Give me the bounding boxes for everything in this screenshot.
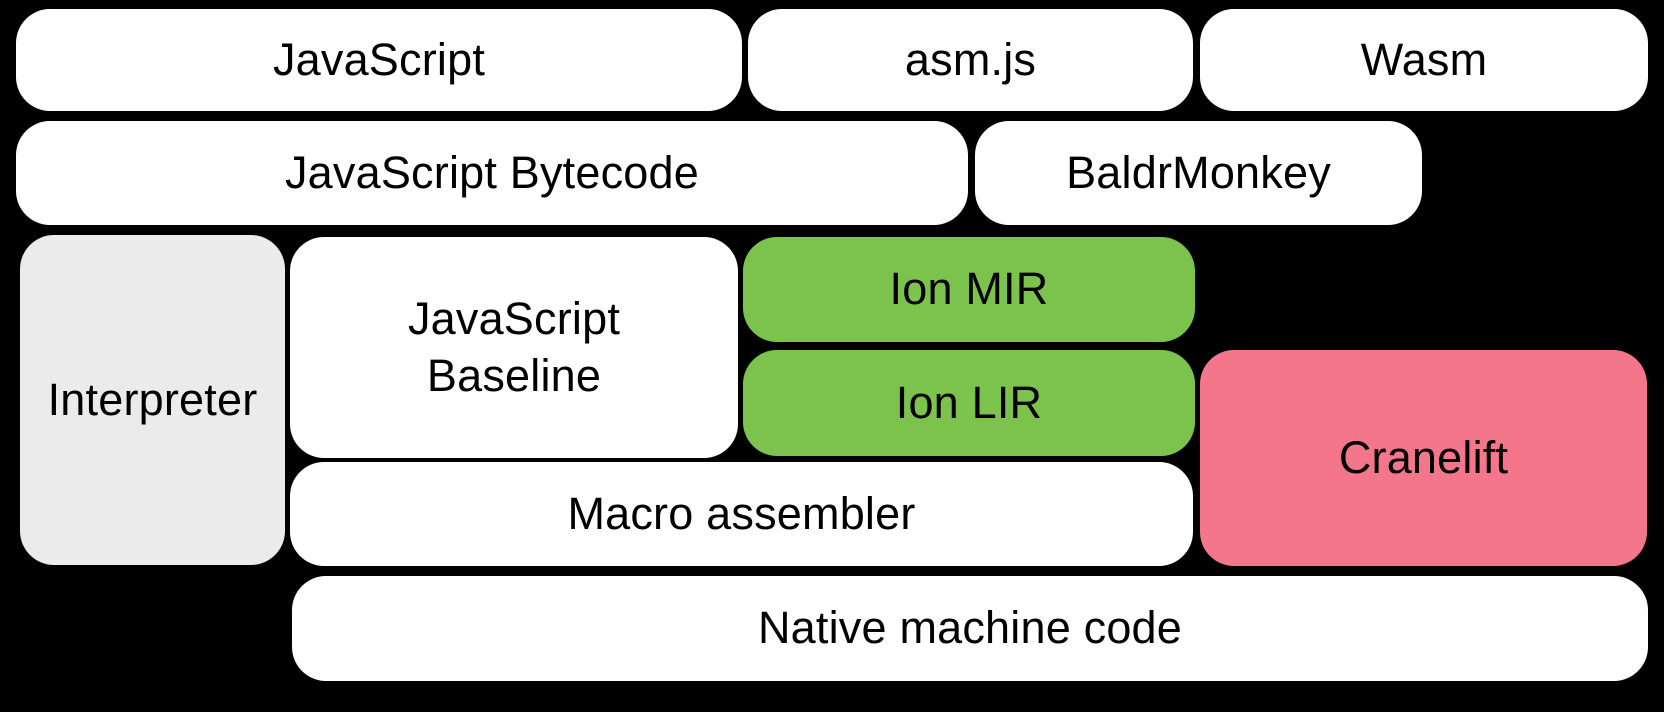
node-macro-assembler: Macro assembler: [290, 462, 1193, 566]
node-javascript-baseline: JavaScript Baseline: [290, 237, 738, 458]
node-ion-mir: Ion MIR: [743, 237, 1195, 342]
node-native-machine-code: Native machine code: [292, 576, 1648, 681]
node-ion-lir: Ion LIR: [743, 350, 1195, 456]
node-interpreter: Interpreter: [20, 235, 285, 565]
node-baldrmonkey: BaldrMonkey: [975, 121, 1422, 225]
node-javascript: JavaScript: [16, 9, 742, 111]
node-cranelift: Cranelift: [1200, 350, 1647, 566]
node-javascript-bytecode: JavaScript Bytecode: [16, 121, 968, 225]
node-wasm: Wasm: [1200, 9, 1648, 111]
node-asmjs: asm.js: [748, 9, 1193, 111]
